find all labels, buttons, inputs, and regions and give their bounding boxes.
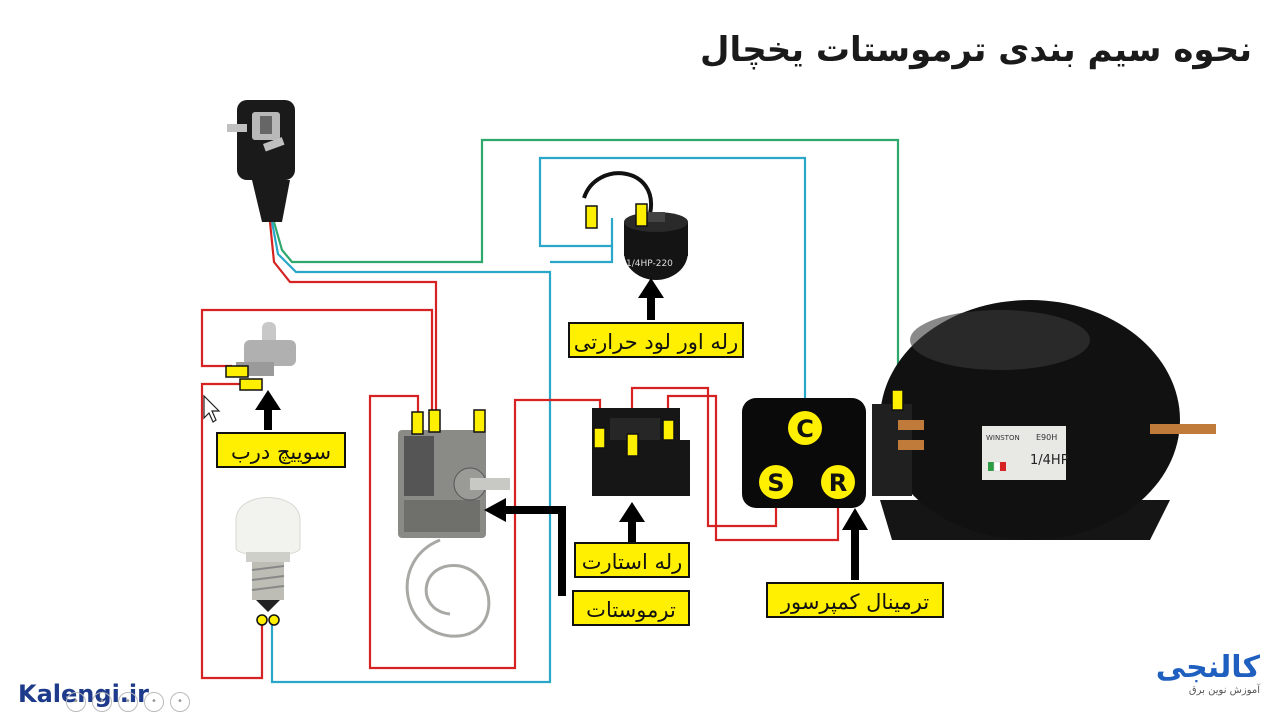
door-switch xyxy=(225,322,296,391)
lamp-contact-b xyxy=(268,614,280,626)
label-thermostat: ترموستات xyxy=(572,590,690,626)
compressor: WINSTON E90H 1/4HP xyxy=(872,300,1216,540)
thermostat xyxy=(398,409,510,638)
label-start-relay: رله استارت xyxy=(574,542,690,578)
logo-tagline: آموزش نوین برق xyxy=(1188,685,1260,696)
thermostat-connector-b xyxy=(428,409,441,433)
terminal-r-label: R xyxy=(829,469,847,497)
wires xyxy=(200,138,900,684)
logo-kalengi-right: کالنجی آموزش نوین برق xyxy=(1156,650,1260,696)
red-wire-relay-s xyxy=(630,386,778,528)
thermostat-connector-a xyxy=(411,411,424,435)
compressor-brand: WINSTON xyxy=(986,434,1020,442)
start-relay-connector-a xyxy=(593,427,606,449)
logo-brand-text: کالنجی xyxy=(1155,650,1260,685)
blue-wire-overload xyxy=(538,156,807,410)
lamp xyxy=(235,497,301,626)
arrow-start-relay xyxy=(619,502,645,542)
overload-connector-b xyxy=(635,203,648,227)
terminal-c-label: C xyxy=(796,415,814,443)
lamp-contact-a xyxy=(256,614,268,626)
red-wire-door xyxy=(200,308,434,412)
power-plug-icon xyxy=(227,100,295,222)
share-icon-3: • xyxy=(118,692,138,712)
overload-jumper xyxy=(582,171,654,215)
share-icons: • • • • • xyxy=(66,692,190,712)
label-overload: رله اور لود حرارتی xyxy=(568,322,744,358)
mouse-pointer-icon xyxy=(203,394,221,423)
power-plug xyxy=(227,100,295,222)
arrow-door-switch xyxy=(255,390,281,430)
thermostat-connector-c xyxy=(473,409,486,433)
door-switch-connector-b xyxy=(239,378,263,391)
green-wire xyxy=(272,138,900,392)
compressor-connector xyxy=(891,389,904,411)
red-wire-relay-r xyxy=(666,394,840,542)
red-wire-door-lamp xyxy=(200,382,264,680)
terminal-r xyxy=(821,465,855,499)
overload-relay: 1/4HP-220 xyxy=(585,203,688,280)
compressor-model: E90H xyxy=(1036,433,1057,442)
door-switch-connector-a xyxy=(225,365,249,378)
share-icon-4: • xyxy=(144,692,164,712)
compressor-hp: 1/4HP xyxy=(1030,453,1069,468)
overload-marking: 1/4HP-220 xyxy=(626,259,673,269)
arrow-compressor-terminal xyxy=(842,508,868,580)
overload-connector-a xyxy=(585,205,598,229)
share-icon-2: • xyxy=(92,692,112,712)
arrow-overload xyxy=(638,278,664,320)
start-relay xyxy=(592,408,690,496)
compressor-terminal: C S R xyxy=(742,398,866,508)
label-compressor-terminal: ترمینال کمپرسور xyxy=(766,582,944,618)
label-door-switch: سوییچ درب xyxy=(216,432,346,468)
arrow-thermostat xyxy=(484,498,566,596)
start-relay-connector-b xyxy=(626,433,639,457)
share-icon-5: • xyxy=(170,692,190,712)
terminal-c xyxy=(788,411,822,445)
terminal-s xyxy=(759,465,793,499)
blue-wire-plug xyxy=(270,221,552,684)
share-icon-1: • xyxy=(66,692,86,712)
arrows xyxy=(255,278,868,596)
terminal-s-label: S xyxy=(767,469,784,497)
page-title: نحوه سیم بندی ترموستات یخچال xyxy=(699,30,1252,70)
red-wire-plug xyxy=(268,221,438,412)
start-relay-connector-c xyxy=(662,419,675,441)
red-wire-thermostat xyxy=(368,394,602,670)
